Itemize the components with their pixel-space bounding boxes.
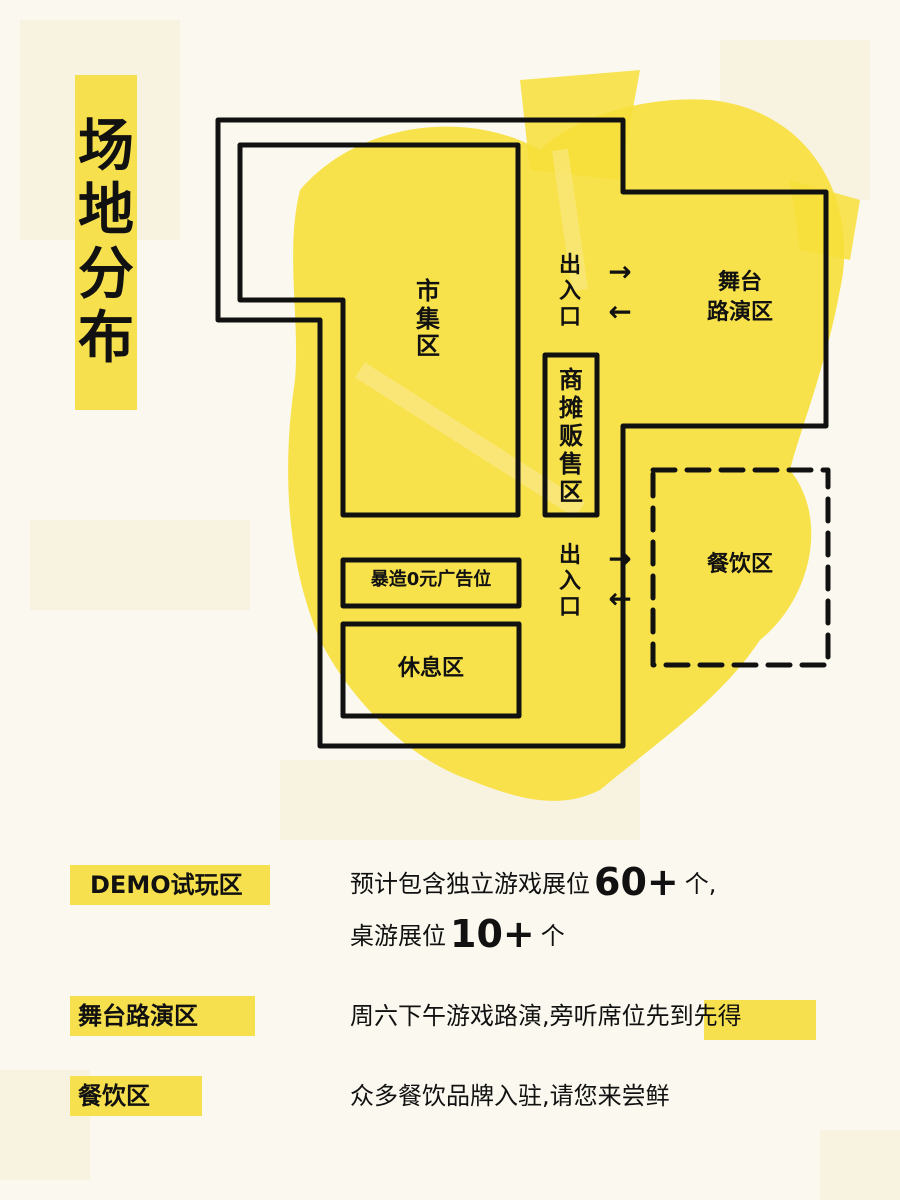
entrance-bottom-label: 出 入 口 [552, 543, 588, 621]
stalls-area-outline [542, 352, 600, 518]
desc-text: 个, [684, 870, 717, 898]
desc-text: 个 [540, 922, 565, 950]
label-char: 出 [558, 253, 581, 278]
page-title: 场 地 分 布 [76, 115, 136, 371]
label-line: 舞台 [717, 270, 762, 295]
label-char: 贩 [559, 422, 583, 450]
yellow-blob-top [520, 70, 640, 180]
title-char: 地 [78, 178, 134, 243]
dining-area-label: 餐饮区 [706, 552, 773, 577]
label-char: 入 [558, 569, 581, 594]
arrow-right-icon: → [608, 255, 632, 288]
dining-area-outline [650, 467, 831, 668]
label-char: 售 [559, 450, 583, 478]
arrow-right-icon: → [608, 542, 632, 575]
legend-tag-highlight [70, 1076, 202, 1116]
desc-number: 10+ [450, 912, 535, 956]
paper-patch [30, 520, 250, 610]
title-char: 场 [78, 114, 134, 179]
market-area-label: 市 集 区 [408, 277, 448, 361]
desc-text: 周六下午游戏路演,旁听席位 [350, 1002, 646, 1030]
label-char: 市 [416, 277, 440, 305]
arrow-left-icon: ← [608, 295, 632, 328]
title-char: 布 [78, 306, 134, 371]
label-char: 出 [558, 543, 581, 568]
stalls-area-label: 商 摊 贩 售 区 [551, 366, 591, 506]
label-char: 区 [416, 332, 440, 361]
label-char: 口 [558, 305, 581, 330]
entrance-top-label: 出 入 口 [552, 253, 588, 331]
ad-slot-label: 暴造0元广告位 [370, 569, 492, 590]
rest-area-label: 休息区 [397, 656, 464, 681]
label-char: 摊 [559, 394, 583, 422]
market-area-outline [237, 142, 521, 518]
legend-tag-highlight [70, 996, 255, 1036]
legend-demo-name: DEMO试玩区 [90, 871, 243, 899]
label-char: 区 [559, 478, 583, 506]
legend-tag-highlight [70, 865, 270, 905]
legend-dining-desc: 众多餐饮品牌入驻,请您来尝鲜 [350, 1082, 670, 1110]
venue-outer-wall [215, 117, 829, 749]
legend-dining-name: 餐饮区 [78, 1082, 150, 1110]
stage-area-label: 舞台 路演区 [680, 268, 800, 328]
label-char: 商 [559, 366, 583, 394]
label-char: 口 [558, 595, 581, 620]
legend-stage-desc: 周六下午游戏路演,旁听席位先到先得 [350, 996, 742, 1036]
label-char: 集 [416, 304, 440, 333]
highlight-marker [704, 1000, 816, 1040]
legend-stage-name: 舞台路演区 [78, 1002, 198, 1030]
desc-highlight: 先到先得 [645, 1002, 742, 1030]
ad-slot-outline [340, 557, 522, 609]
title-char: 分 [78, 242, 134, 307]
pale-stroke [552, 148, 588, 292]
label-line: 路演区 [706, 300, 773, 325]
desc-text: 桌游展位 [350, 922, 446, 950]
paper-patch [820, 1130, 900, 1200]
desc-text: 预计包含独立游戏展位 [350, 870, 590, 898]
arrow-left-icon: ← [608, 582, 632, 615]
title-highlight [75, 75, 137, 410]
label-char: 入 [558, 279, 581, 304]
rest-area-outline [340, 621, 522, 719]
desc-number: 60+ [594, 860, 679, 904]
